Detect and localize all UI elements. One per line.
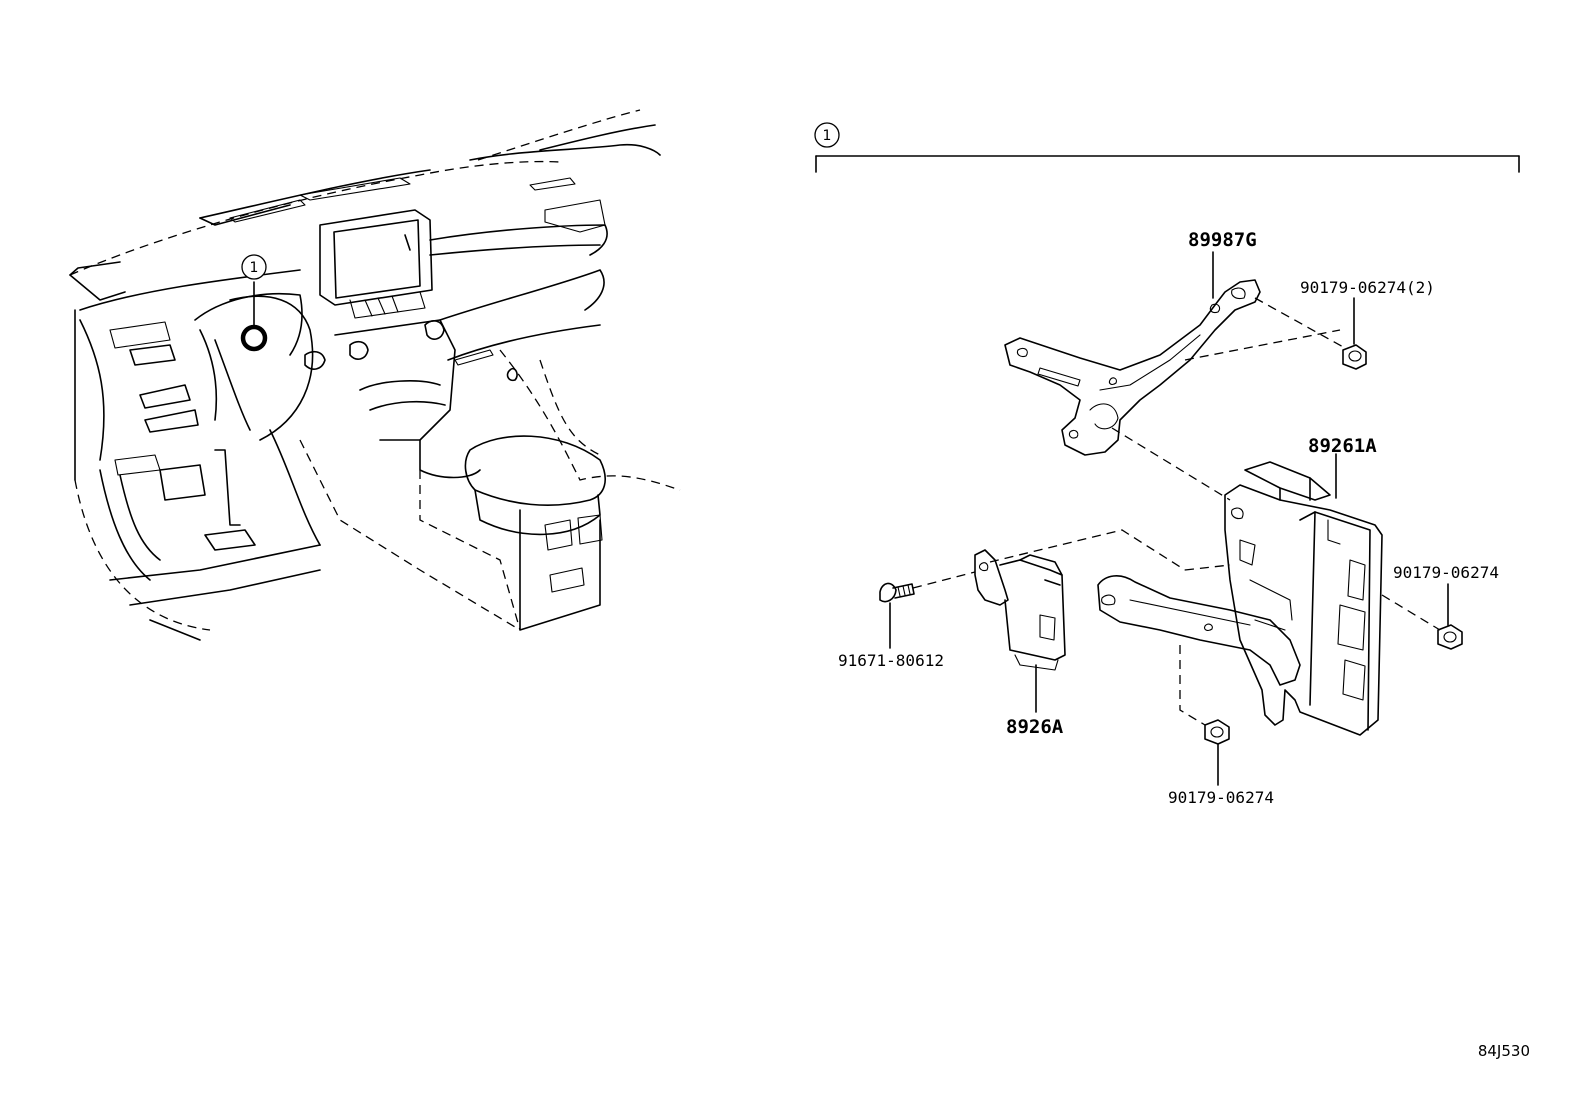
upper-bracket-part xyxy=(1004,279,1261,456)
lower-bracket-part xyxy=(1097,575,1301,686)
dashboard-overview-illustration xyxy=(69,109,681,641)
lower-nut-label: 90179-06274 xyxy=(1168,788,1274,807)
right-nut-label: 90179-06274 xyxy=(1393,563,1499,582)
overview-callout: 1 xyxy=(241,254,267,280)
small-computer-part xyxy=(974,549,1066,671)
assembly-bracket-line: 1 xyxy=(814,122,1520,173)
ecu-location-marker xyxy=(240,324,268,352)
upper-nut-part xyxy=(1342,344,1367,370)
small-computer-label: 8926A xyxy=(1006,716,1064,738)
diagram-reference-code: 84J530 xyxy=(1478,1042,1530,1060)
assembly-callout-number: 1 xyxy=(823,128,832,144)
upper-nut-label: 90179-06274(2) xyxy=(1300,278,1435,297)
bolt-label: 91671-80612 xyxy=(838,651,944,670)
overview-callout-number: 1 xyxy=(250,260,259,276)
right-nut-part xyxy=(1437,624,1463,650)
upper-bracket-label: 89987G xyxy=(1188,229,1257,251)
main-computer-label: 89261A xyxy=(1308,435,1377,457)
lower-nut-part xyxy=(1204,719,1230,745)
main-computer-part xyxy=(1224,461,1383,736)
bolt-part xyxy=(879,582,915,603)
